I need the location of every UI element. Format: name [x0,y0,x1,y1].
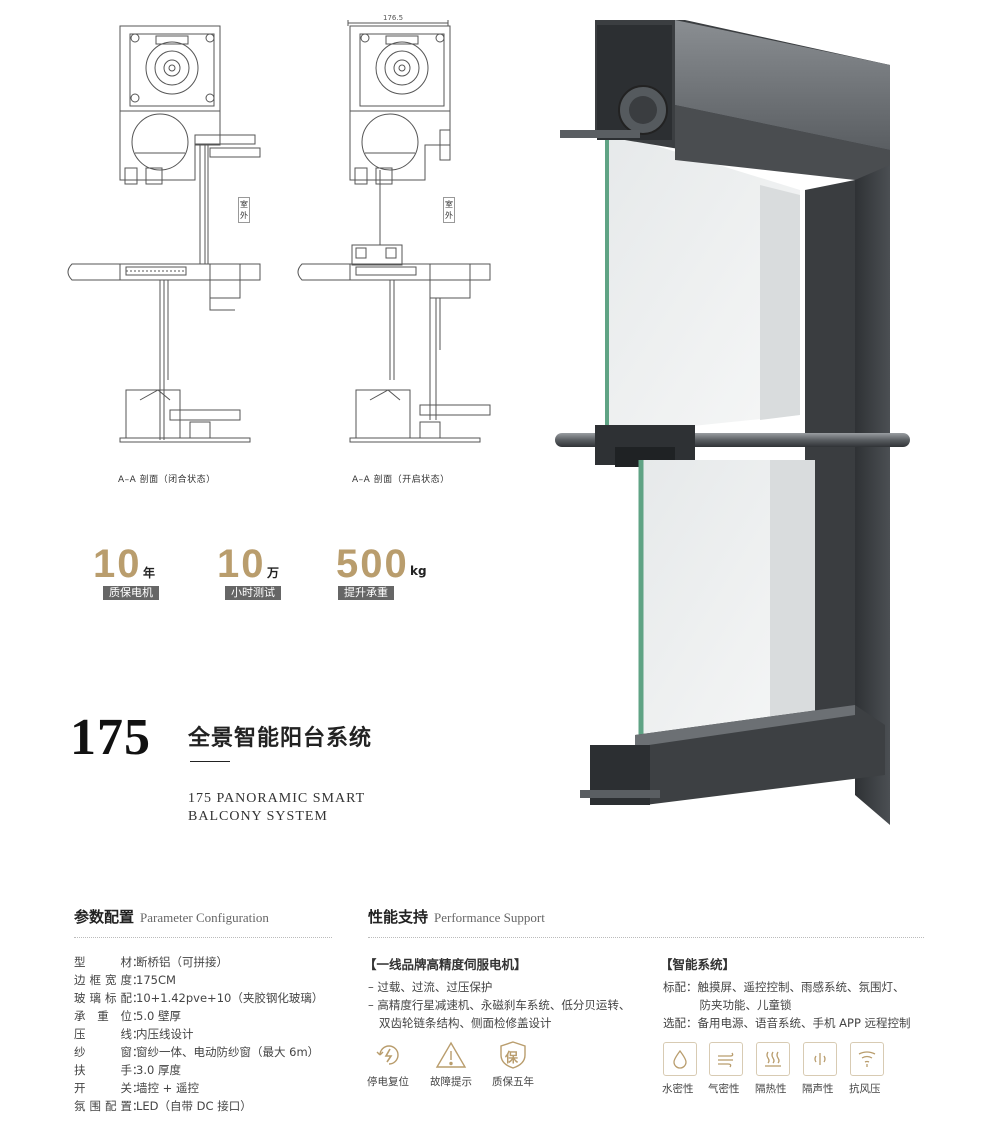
icon-label: 抗风压 [849,1083,881,1095]
stat-unit: 万 [267,566,280,580]
section-drawing-open [297,20,491,443]
smart-feature-line: 标配：触摸屏、遥控控制、雨感系统、氛围灯、 [663,980,905,994]
param-label: 型材 [74,955,132,969]
model-number: 175 [70,709,151,766]
param-value: 墙控 + 遥控 [136,1081,199,1095]
performance-heading-cn: 性能支持 [368,908,429,926]
param-row: 压线：内压线设计 [74,1027,194,1041]
caption-closed-state: A–A 剖面（闭合状态） [118,475,216,485]
dimension-label: 176.5 [383,14,404,22]
smart-title: 【智能系统】 [660,957,736,972]
icon-label: 隔热性 [755,1083,787,1095]
product-title: 全景智能阳台系统 [188,726,373,751]
params-heading: 参数配置 Parameter Configuration [74,906,269,927]
param-value: 3.0 厚度 [136,1063,181,1077]
stat-tag: 质保电机 [103,586,159,600]
icon-label: 停电复位 [367,1076,409,1088]
stat-number: 10 [217,542,266,586]
title-en-line1: 175 PANORAMIC SMART [188,791,366,806]
product-title-en: 175 PANORAMIC SMART BALCONY SYSTEM [188,790,365,826]
smart-feature-line: 选配：备用电源、语音系统、手机 APP 远程控制 [663,1016,911,1030]
stat-unit: kg [410,564,427,578]
param-label: 纱窗 [74,1045,132,1059]
heat-icon [756,1042,790,1076]
icon-label: 隔声性 [802,1083,834,1095]
wind-pressure-icon [850,1042,884,1076]
smart-feature-line: 防夹功能、儿童锁 [663,998,792,1012]
sound-icon [803,1042,837,1076]
performance-heading: 性能支持 Performance Support [368,906,545,927]
param-value: 175CM [136,973,176,987]
param-row: 玻璃标配：10+1.42pve+10（夹胶钢化玻璃） [74,991,324,1005]
param-label: 开关 [74,1081,132,1095]
caption-open-state: A–A 剖面（开启状态） [352,475,450,485]
param-label: 承重位 [74,1009,132,1023]
param-row: 纱窗：窗纱一体、电动防纱窗（最大 6m） [74,1045,320,1059]
performance-divider [368,937,924,938]
icon-label: 质保五年 [492,1076,534,1088]
air-flow-icon [709,1042,743,1076]
param-value: LED（自带 DC 接口） [136,1099,252,1113]
param-value: 断桥铝（可拼接） [136,955,228,969]
stat-test-hours: 10 万 小时测试 [217,544,297,604]
param-value: 10+1.42pve+10（夹胶钢化玻璃） [136,991,324,1005]
stat-number: 500 [336,542,409,586]
warranty-glyph: 保 [505,1051,519,1066]
icon-label: 故障提示 [430,1076,472,1088]
stat-warranty: 10 年 质保电机 [93,544,173,604]
param-label: 玻璃标配 [74,991,132,1005]
param-label: 边框宽度 [74,973,132,987]
icon-label: 水密性 [662,1083,694,1095]
stat-number: 10 [93,542,142,586]
smart-features: 标配：触摸屏、遥控控制、雨感系统、氛围灯、 防夹功能、儿童锁 选配：备用电源、语… [663,978,911,1032]
side-label-outdoor-open: 室外 [443,197,455,223]
stat-unit: 年 [143,566,156,580]
param-value: 窗纱一体、电动防纱窗（最大 6m） [136,1045,320,1059]
motor-features: – 过载、过流、过压保护 – 高精度行星减速机、永磁刹车系统、低分贝运转、 双齿… [368,978,630,1032]
param-row: 扶手：3.0 厚度 [74,1063,181,1077]
product-window-render [555,20,910,825]
param-row: 型材：断桥铝（可拼接） [74,955,228,969]
param-row: 开关：墙控 + 遥控 [74,1081,199,1095]
performance-heading-en: Performance Support [434,910,545,925]
motor-feature-line: – 高精度行星减速机、永磁刹车系统、低分贝运转、 [368,998,631,1012]
section-drawing-closed [67,25,261,443]
params-list: 型材：断桥铝（可拼接） 边框宽度：175CM 玻璃标配：10+1.42pve+1… [74,953,323,1115]
side-label-outdoor: 室外 [238,197,250,223]
water-drop-icon [663,1042,697,1076]
stat-tag: 小时测试 [225,586,281,600]
stat-load: 500 kg 提升承重 [336,544,436,604]
motor-feature-line: 双齿轮链条结构、侧面检修盖设计 [368,1016,552,1030]
icon-label: 气密性 [708,1083,740,1095]
param-label: 氛围配置 [74,1099,132,1113]
motor-title: 【一线品牌高精度伺服电机】 [364,957,527,972]
warning-icon [434,1040,468,1070]
param-row: 边框宽度：175CM [74,973,176,987]
param-row: 承重位：5.0 壁厚 [74,1009,181,1023]
param-value: 5.0 壁厚 [136,1009,181,1023]
param-label: 扶手 [74,1063,132,1077]
params-divider [74,937,332,938]
param-value: 内压线设计 [136,1027,194,1041]
param-row: 氛围配置：LED（自带 DC 接口） [74,1099,252,1113]
params-heading-en: Parameter Configuration [140,910,269,925]
motor-feature-line: – 过载、过流、过压保护 [368,980,493,994]
title-divider [190,761,230,762]
title-en-line2: BALCONY SYSTEM [188,809,328,824]
param-label: 压线 [74,1027,132,1041]
warranty-shield-icon: 保 [496,1040,530,1070]
params-heading-cn: 参数配置 [74,908,135,926]
stat-tag: 提升承重 [338,586,394,600]
power-reset-icon [372,1040,406,1070]
